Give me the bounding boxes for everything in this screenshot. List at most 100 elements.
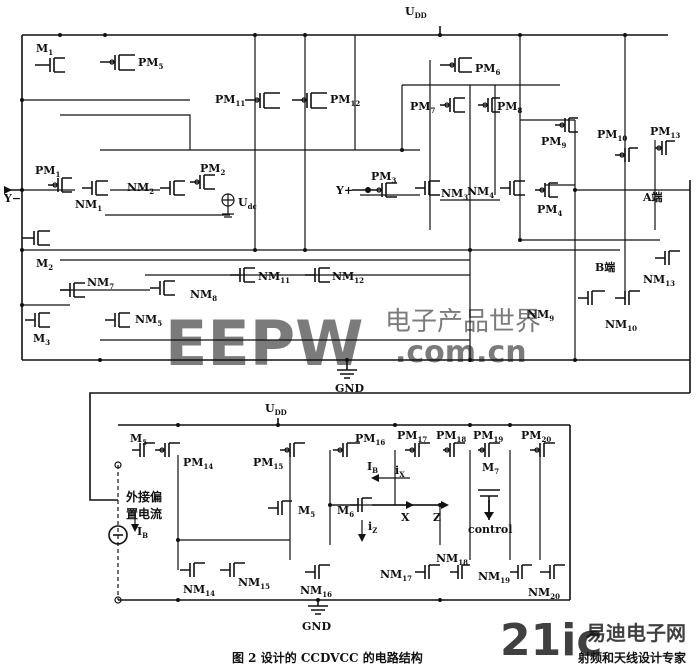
logo-main: 21ic [500,615,602,666]
pm8-transistor [478,97,500,113]
pm6-label: PM6 [475,62,500,77]
pm2-transistor [190,174,215,190]
nm1-transistor [82,180,108,196]
nm3-label: NM3 [441,187,468,202]
nm8-label: NM8 [190,288,217,303]
b-end-label: B端 [595,260,615,274]
nm19-transistor [510,564,532,579]
m5-mid-label: M5 [298,504,315,519]
m3-transistor [25,312,50,328]
pm2-label: PM2 [200,162,225,177]
m5-bottom-label: M5 [130,432,147,447]
nm7-transistor [60,282,85,298]
pm5-label: PM5 [138,56,163,71]
m3-label: M3 [33,332,50,347]
nm13-label: NM13 [643,273,675,288]
pm17-label: PM17 [397,429,427,444]
pm20-transistor [530,442,555,457]
m7-label: M7 [482,461,499,476]
bus-line-8 [401,84,690,191]
ib-label: IB [137,525,148,540]
pm11-label: PM11 [215,93,245,108]
nm9-transistor [578,290,605,305]
z-node-label: Z [433,511,441,524]
nm15-label: NM15 [238,576,270,591]
m6-label: M6 [337,504,354,519]
top-circuit: UDD GND Y− Y+ Udc A端 B端 M1 PM5 PM1 NM1 N… [3,5,691,395]
pm16-transistor [333,442,360,457]
pm15-label: PM15 [253,456,283,471]
m1-label: M1 [36,42,53,57]
nm5-transistor [105,312,130,328]
nm3-transistor [415,180,440,196]
bottom-bus-1 [177,450,350,570]
bias-label-line1: 外接偏 [126,489,162,504]
y-minus-arrow-head [4,186,12,194]
nm18-label: NM18 [436,552,468,567]
nm18-transistor [450,564,470,579]
m2-transistor [22,230,50,246]
bottom-gnd-label: GND [302,620,331,633]
pm14-transistor [155,442,180,457]
pm1-transistor [48,177,72,193]
pm17-transistor [405,442,430,457]
bottom-ground-symbol [308,605,328,615]
pm10-transistor [615,147,638,162]
nm14-transistor [180,562,205,577]
pm3-label: PM3 [371,170,396,185]
nm19-label: NM19 [478,570,510,585]
bus-line-4 [22,289,470,341]
y-minus-label: Y− [3,192,21,205]
iz-label: iZ [368,520,377,535]
watermark-url: .com.cn [395,335,527,370]
pm19-label: PM19 [473,429,503,444]
pm18-transistor [443,442,465,457]
ud-label: Udc [238,196,257,211]
pm16-label: PM16 [355,432,385,447]
pm8-label: PM8 [497,100,522,115]
top-vdd-rail [22,26,668,36]
bus-line-3 [22,249,620,276]
bottom-vdd-label: UDD [265,402,287,417]
m2-label: M2 [36,257,53,272]
nm20-transistor [540,564,565,579]
top-to-bottom-link [89,392,690,501]
bus-line-7 [520,35,660,360]
bottom-bus-3 [439,450,541,560]
nm2-transistor [160,180,185,196]
watermark-cn: 电子产品世界 [385,307,541,337]
figure-caption: 图 2 设计的 CCDVCC 的电路结构 [232,650,423,665]
nm8-transistor [150,280,175,296]
bus-line-1 [22,99,420,151]
pm13-label: PM13 [650,125,680,140]
m5-mid-transistor [268,500,292,515]
pm4-transistor [535,182,558,198]
nm11-label: NM11 [258,270,290,285]
bottom-ground-rail [118,599,570,606]
bias-label-line2: 置电流 [126,506,162,521]
pm12-transistor [292,92,327,109]
21ic-logo: 21ic 易迪电子网 射频和天线设计专家 [500,615,687,666]
bus-line-9 [360,184,575,201]
m5-bottom-transistor [132,442,155,457]
ix-label: iX [395,464,405,479]
top-ground-symbol [337,369,357,379]
nm11-transistor [230,267,255,283]
a-end-label: A端 [642,190,663,204]
pm20-label: PM20 [521,429,551,444]
top-junction-dots [20,33,627,362]
pm6-transistor [440,57,472,73]
m1-transistor [35,57,65,73]
nm17-transistor [415,564,440,579]
m6-transistor [350,497,372,512]
nm1-label: NM1 [75,198,102,213]
pm7-transistor [440,97,465,113]
ibias-label: IB [367,460,378,475]
nm15-transistor [220,562,245,577]
pm10-label: PM10 [597,128,627,143]
pm1-label: PM1 [35,164,60,179]
nm4-transistor [500,180,525,196]
nm12-label: NM12 [332,270,364,285]
